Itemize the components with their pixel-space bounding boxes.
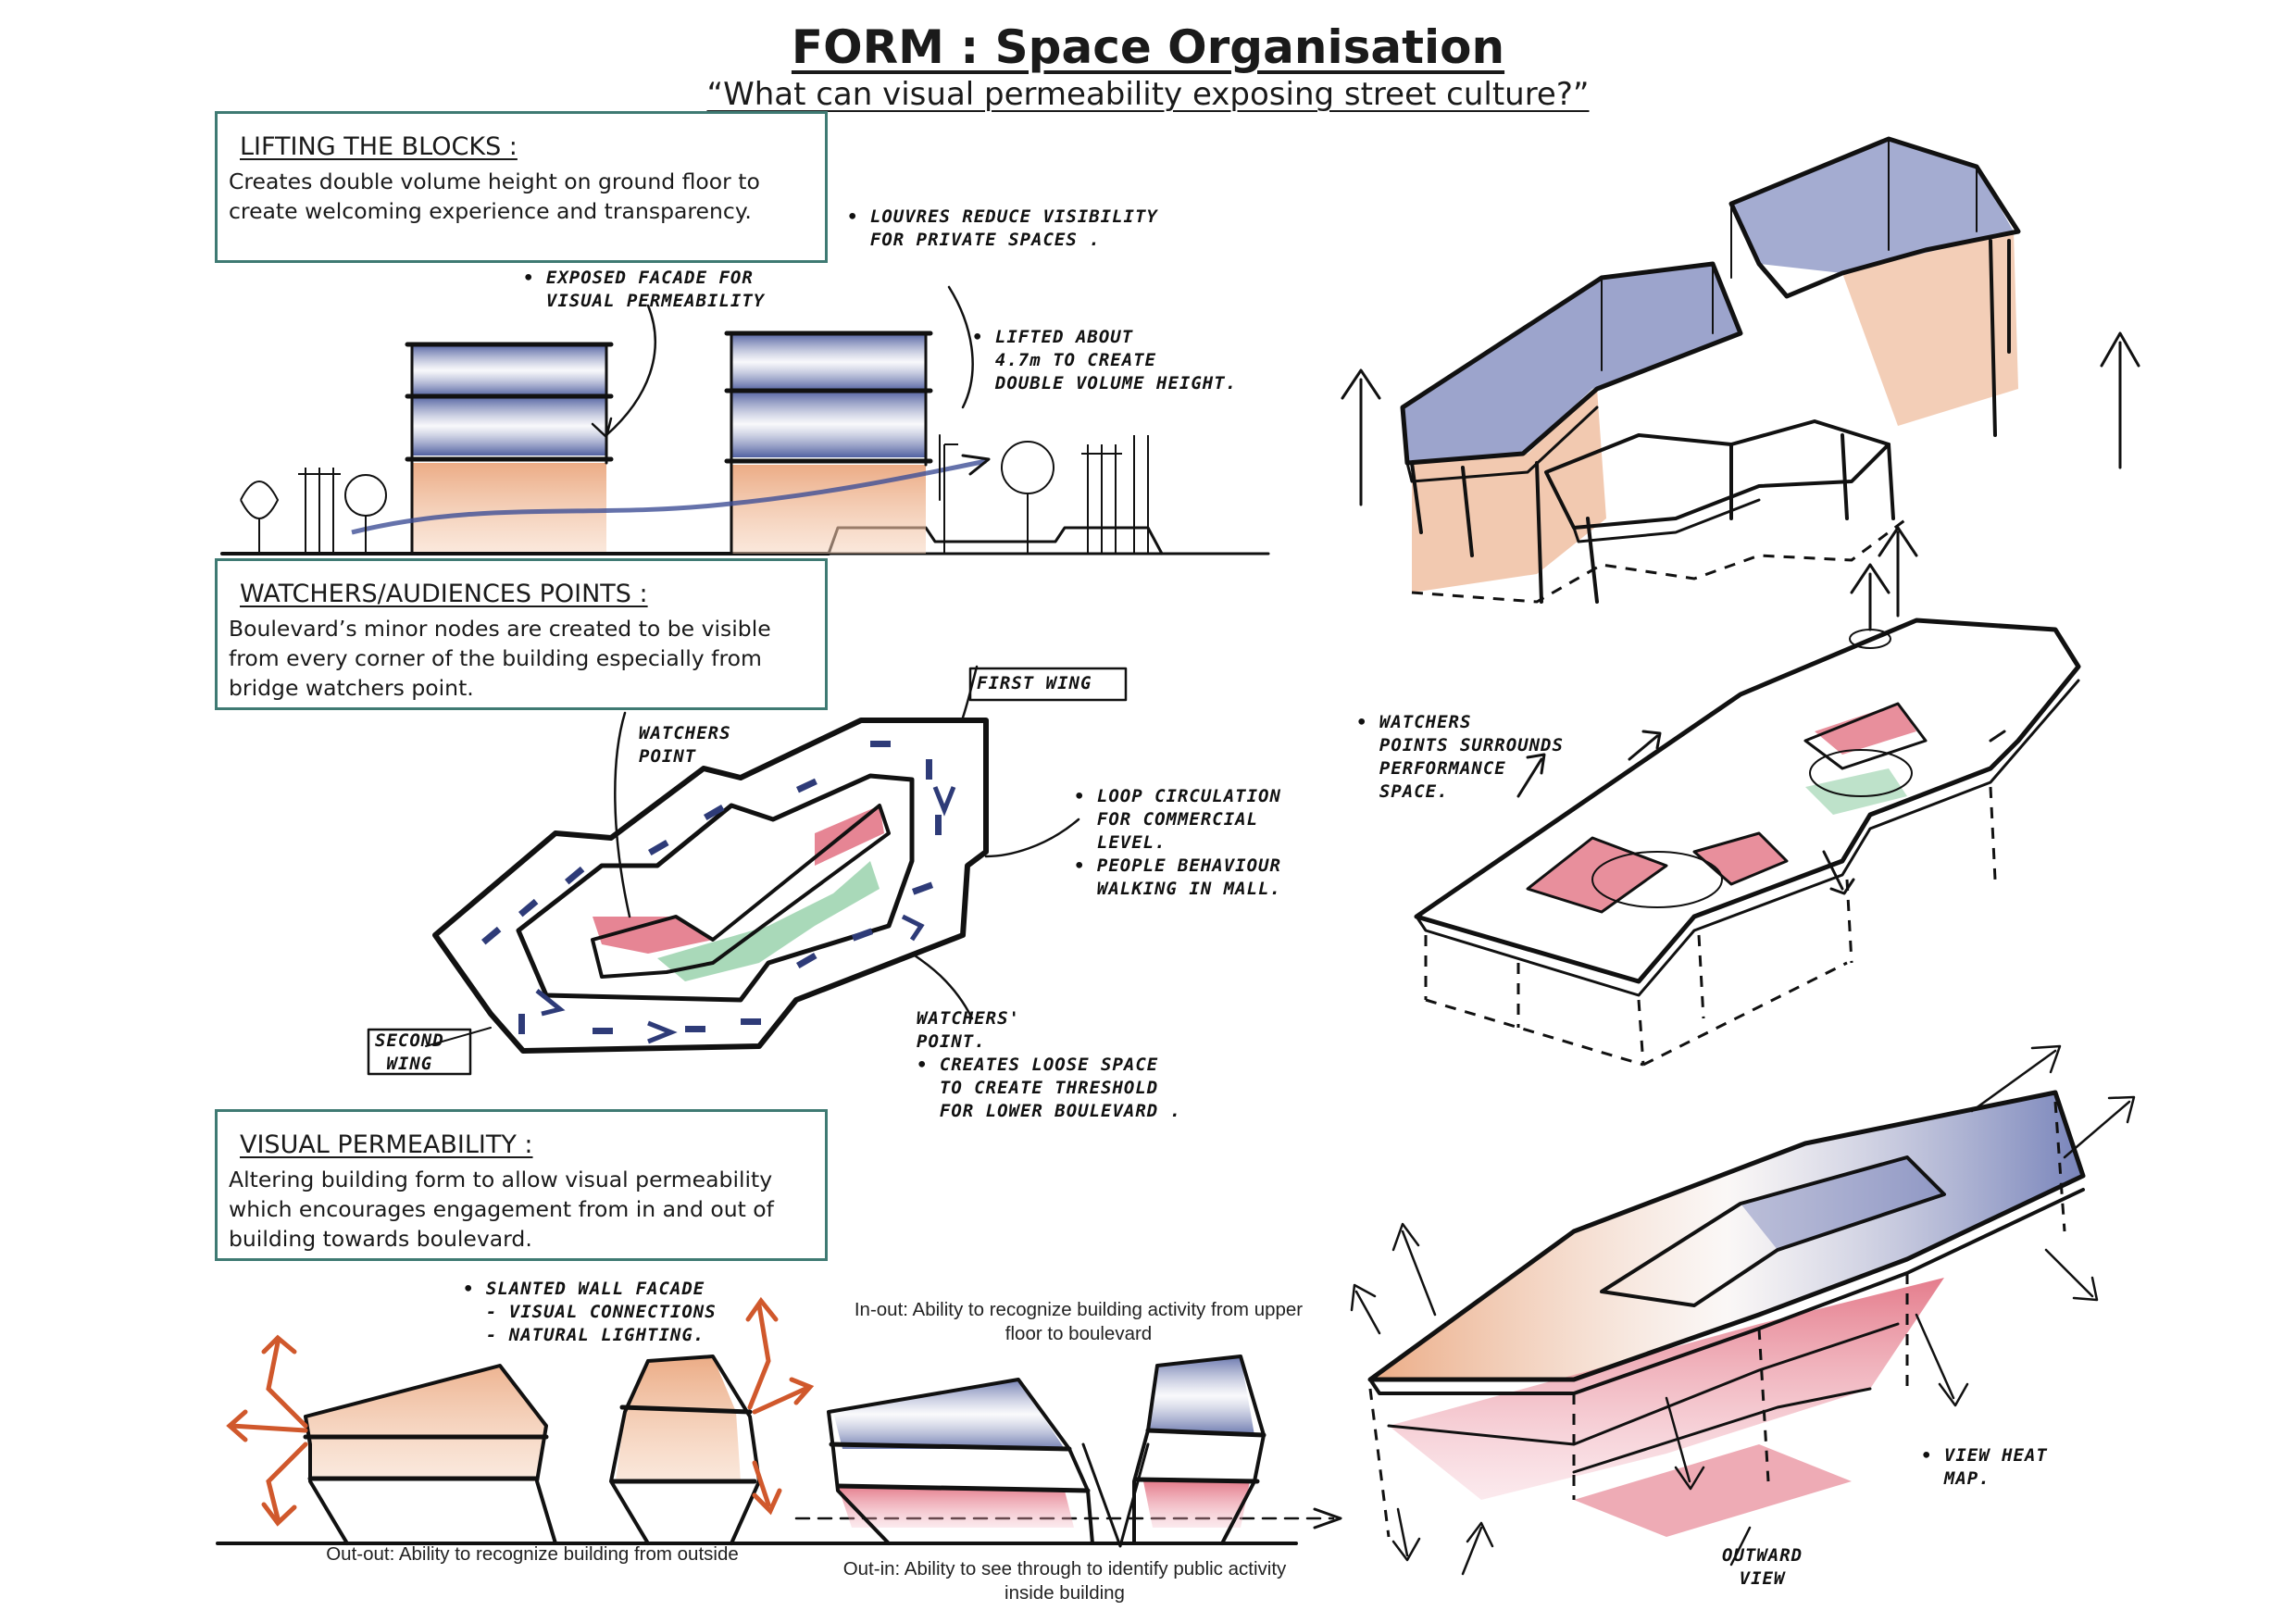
watchers-points-box: WATCHERS/AUDIENCES POINTS : Boulevard’s … <box>215 558 828 710</box>
visual-permeability-sections <box>216 1296 1342 1548</box>
page-subtitle: “What can visual permeability exposing s… <box>706 76 1590 113</box>
axonometric-lifted-blocks <box>1341 136 2140 618</box>
lifting-the-blocks-box: LIFTING THE BLOCKS : Creates double volu… <box>215 111 828 263</box>
section-heading: WATCHERS/AUDIENCES POINTS : <box>240 580 648 608</box>
annotation-watchers-surround: • WATCHERS POINTS SURROUNDS PERFORMANCE … <box>1356 712 1564 802</box>
axonometric-view-heat-map <box>1350 1044 2136 1576</box>
loop-circulation-plan <box>367 665 1128 1076</box>
annotation-lifted: • LIFTED ABOUT 4.7m TO CREATE DOUBLE VOL… <box>972 327 1238 393</box>
page-title: FORM : Space Organisation <box>791 20 1505 74</box>
lifted-blocks-elevation <box>220 285 1270 556</box>
section-text: Creates double volume height on ground f… <box>229 169 760 224</box>
annotation-slanted-wall: • SLANTED WALL FACADE - VISUAL CONNECTIO… <box>463 1279 717 1345</box>
caption-out-in: Out-in: Ability to see through to identi… <box>842 1558 1287 1604</box>
section-heading: LIFTING THE BLOCKS : <box>240 132 518 161</box>
section-heading: VISUAL PERMEABILITY : <box>240 1130 533 1159</box>
annotation-outward-view: OUTWARD VIEW <box>1722 1545 1803 1589</box>
annotation-watchers-point-top: WATCHERS POINT <box>639 723 731 767</box>
annotation-exposed-facade: • EXPOSED FACADE FOR VISUAL PERMEABILITY <box>523 268 766 311</box>
section-text: Boulevard’s minor nodes are created to b… <box>229 616 771 701</box>
annotation-view-heat-map: • VIEW HEAT MAP. <box>1921 1445 2048 1489</box>
annotation-loop-circulation: • LOOP CIRCULATION FOR COMMERCIAL LEVEL.… <box>1074 786 1281 899</box>
visual-permeability-box: VISUAL PERMEABILITY : Altering building … <box>215 1109 828 1261</box>
section-text: Altering building form to allow visual p… <box>229 1167 774 1252</box>
caption-in-out: In-out: Ability to recognize building ac… <box>854 1299 1304 1344</box>
axonometric-performance-space <box>1414 563 2081 1067</box>
annotation-watchers-point-bottom: WATCHERS' POINT. • CREATES LOOSE SPACE T… <box>917 1008 1182 1121</box>
annotation-first-wing: FIRST WING <box>977 673 1092 693</box>
annotation-louvres: • LOUVRES REDUCE VISIBILITY FOR PRIVATE … <box>847 206 1158 250</box>
annotation-second-wing: SECOND WING <box>375 1030 444 1074</box>
caption-out-out: Out-out: Ability to recognize building f… <box>326 1543 739 1565</box>
